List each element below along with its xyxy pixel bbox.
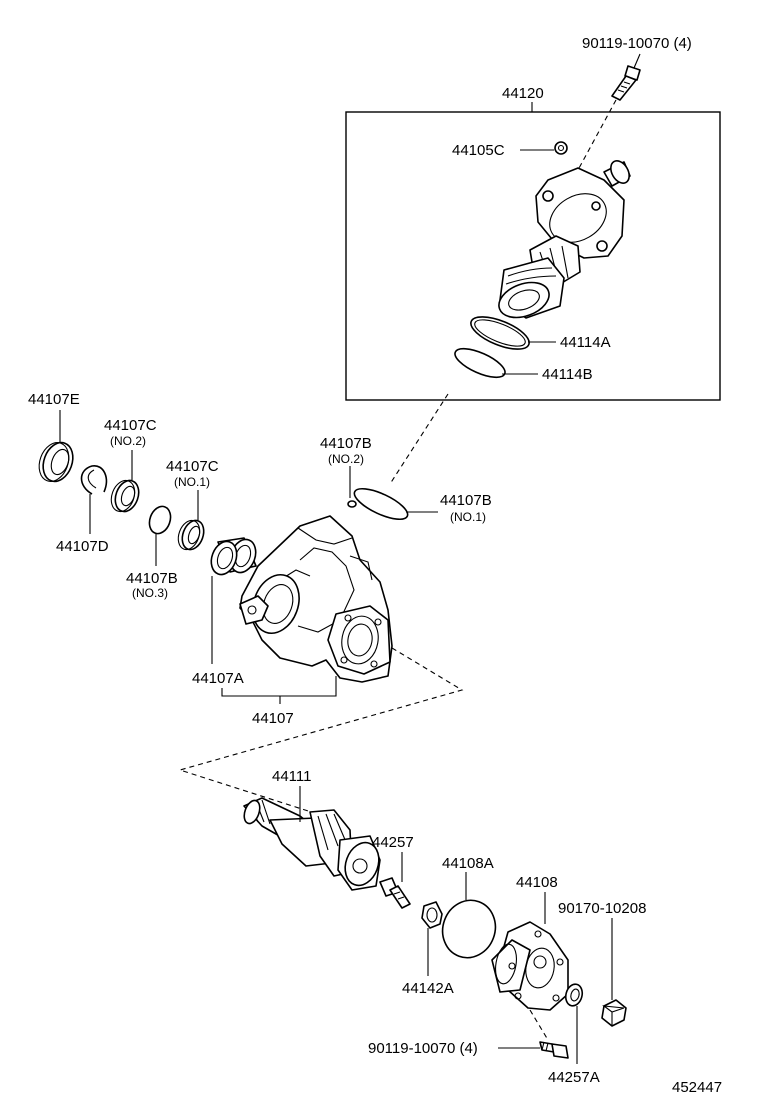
label-oring-44107b-no1: 44107B (440, 492, 492, 509)
bolt-bottom-part[interactable] (539, 1041, 569, 1059)
label-shaft-44111: 44111 (272, 768, 312, 785)
bolt-top-axis (577, 99, 617, 171)
label-nut-44257a: 44257A (548, 1069, 600, 1086)
valve-body-part[interactable] (494, 158, 633, 324)
label-ring-44114a: 44114A (560, 334, 611, 351)
snapring-44107d-part[interactable] (80, 465, 108, 495)
bolt-top-leader (633, 53, 641, 69)
label-housing-44107: 44107 (252, 710, 294, 727)
label-oring-44107b-no2-sub: (NO.2) (328, 452, 364, 466)
assembly-housing-axis (389, 393, 449, 485)
oring-44107b-no2-part[interactable] (347, 500, 357, 508)
oring-44107b-no3-part[interactable] (146, 503, 174, 536)
nut-44257a-part[interactable] (563, 982, 584, 1007)
label-bearing-44107c-no1-sub: (NO.1) (174, 475, 210, 489)
oring-44107b-no1-part[interactable] (350, 483, 411, 526)
label-bolt-bottom: 90119-10070 (4) (368, 1040, 478, 1057)
label-snapring-44107d: 44107D (56, 538, 109, 555)
label-bearing-44107a: 44107A (192, 670, 244, 687)
nut-90170-part[interactable] (601, 999, 627, 1027)
label-oring-44107b-no3-sub: (NO.3) (132, 586, 168, 600)
label-oring-44108a: 44108A (442, 855, 494, 872)
label-oring-44107b-no1-sub: (NO.1) (450, 510, 486, 524)
label-seal-44107e: 44107E (28, 391, 80, 408)
label-oring-44107b-no2: 44107B (320, 435, 372, 452)
label-assembly-44120: 44120 (502, 85, 544, 102)
oring-44108a-part[interactable] (435, 893, 504, 965)
bearing-44107c-no1-part[interactable] (174, 517, 207, 552)
label-nut-90170: 90170-10208 (558, 900, 646, 917)
label-cover-44108: 44108 (516, 874, 558, 891)
label-screw-44257: 44257 (372, 834, 414, 851)
bearing-44107a-part[interactable] (207, 536, 260, 578)
label-bearing-44107c-no2: 44107C (104, 417, 157, 434)
screw-44257-part[interactable] (379, 877, 411, 909)
ring-44114b-part[interactable] (451, 343, 508, 383)
seal-44107e-part[interactable] (34, 438, 78, 485)
assembly-44120-frame (345, 111, 721, 401)
cap-44105c-part[interactable] (554, 141, 568, 155)
label-bolt-top: 90119-10070 (4) (582, 35, 692, 52)
housing-44107-part[interactable] (239, 515, 393, 683)
bolt-top-part[interactable] (611, 65, 641, 101)
label-diagram-number: 452447 (672, 1079, 722, 1096)
label-nut-44142a: 44142A (402, 980, 454, 997)
shaft-44111-part[interactable] (241, 797, 384, 891)
housing-44107-bracket (221, 676, 337, 697)
label-oring-44107b-no3: 44107B (126, 570, 178, 587)
label-cap-44105c: 44105C (452, 142, 505, 159)
label-bearing-44107c-no2-sub: (NO.2) (110, 434, 146, 448)
nut-44142a-part[interactable] (421, 901, 443, 929)
label-bearing-44107c-no1: 44107C (166, 458, 219, 475)
ring-44114a-part[interactable] (467, 310, 533, 355)
label-ring-44114b: 44114B (542, 366, 593, 383)
cover-44108-part[interactable] (491, 921, 569, 1011)
housing-shaft-axis (178, 647, 464, 819)
cover-bolt-axis (529, 1009, 549, 1041)
bearing-44107c-no2-part[interactable] (107, 477, 143, 515)
